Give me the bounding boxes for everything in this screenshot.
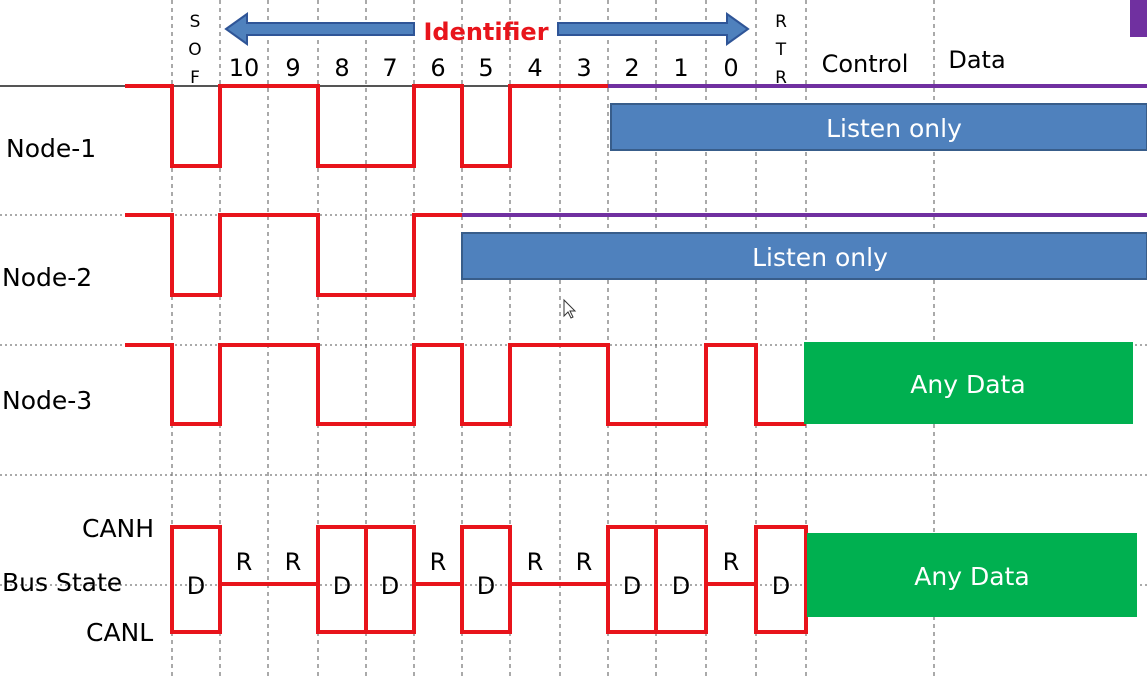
node-2-waveform <box>125 213 462 297</box>
rtr-label: R T R <box>775 12 787 88</box>
rtr-letter-r1: R <box>775 12 787 32</box>
node-3-label: Node-3 <box>2 386 92 415</box>
node-3-waveform <box>125 343 806 426</box>
rtr-letter-r2: R <box>775 68 787 88</box>
node-1-listen-text: Listen only <box>826 114 962 143</box>
identifier-arrow: Identifier <box>224 12 750 46</box>
bit-number-5: 5 <box>478 54 493 82</box>
node-3-data-box: Any Data <box>804 342 1133 424</box>
bus-state-label: Bus State <box>2 568 122 597</box>
bus-data-text: Any Data <box>914 562 1029 591</box>
sof-label: S O F <box>188 12 201 88</box>
bit-number-0: 0 <box>723 54 738 82</box>
corner-square <box>1130 0 1147 37</box>
bit-number-3: 3 <box>576 54 591 82</box>
bit-number-4: 4 <box>527 54 542 82</box>
bus-state-11: R <box>723 548 740 576</box>
bit-number-2: 2 <box>624 54 639 82</box>
bus-state-1: R <box>236 548 253 576</box>
node-1-waveform <box>125 84 608 168</box>
bit-number-1: 1 <box>673 54 688 82</box>
canl-label: CANL <box>86 618 153 647</box>
sof-letter-f: F <box>190 68 200 88</box>
canh-label: CANH <box>82 514 154 543</box>
bus-state-3: D <box>333 572 351 600</box>
bus-dominant-bit-10 <box>654 525 708 634</box>
bus-state-10: D <box>672 572 690 600</box>
identifier-label: Identifier <box>423 18 548 46</box>
bus-dominant-bit-4 <box>364 525 416 634</box>
bit-number-7: 7 <box>382 54 397 82</box>
bus-dominant-bit-0 <box>170 525 222 634</box>
mouse-cursor-icon <box>563 298 577 319</box>
identifier-arrow-right <box>557 12 750 46</box>
node-2-label: Node-2 <box>2 263 92 292</box>
bit-number-8: 8 <box>334 54 349 82</box>
bus-state-2: R <box>285 548 302 576</box>
node-2-listen-box: Listen only <box>461 232 1147 280</box>
node-3-data-text: Any Data <box>910 370 1025 399</box>
bit-number-10: 10 <box>229 54 260 82</box>
bus-state-6: D <box>477 572 495 600</box>
node-2-listen-text: Listen only <box>752 243 888 272</box>
bus-state-4: D <box>381 572 399 600</box>
bus-state-7: R <box>527 548 544 576</box>
bus-state-5: R <box>430 548 447 576</box>
node-1-listen-box: Listen only <box>610 103 1147 151</box>
identifier-arrow-left <box>224 12 415 46</box>
bus-state-9: D <box>623 572 641 600</box>
bus-dominant-bit-6 <box>460 525 512 634</box>
sof-letter-o: O <box>188 40 201 60</box>
data-label: Data <box>948 46 1005 74</box>
sof-letter-s: S <box>190 12 201 32</box>
bit-number-9: 9 <box>285 54 300 82</box>
node-1-label: Node-1 <box>6 134 96 163</box>
bus-data-box: Any Data <box>807 533 1137 617</box>
bit-number-6: 6 <box>430 54 445 82</box>
bus-state-0: D <box>187 572 205 600</box>
bus-state-12: D <box>772 572 790 600</box>
bus-dominant-bit-12 <box>754 525 808 634</box>
rtr-letter-t: T <box>775 40 787 60</box>
control-label: Control <box>822 50 909 78</box>
bus-state-8: R <box>576 548 593 576</box>
